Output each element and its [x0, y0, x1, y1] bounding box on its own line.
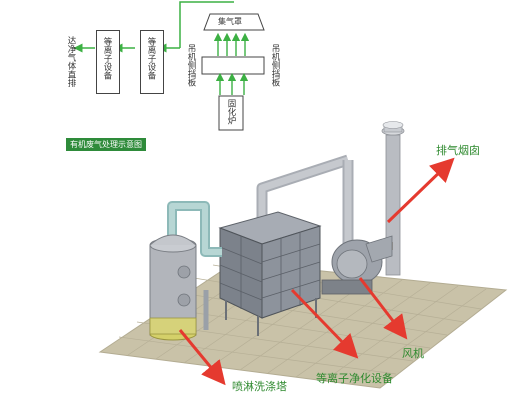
plasma-box-2: 等离子设备 — [140, 30, 164, 94]
furnace-label: 固化炉 — [226, 99, 236, 125]
fan-callout: 风机 — [402, 347, 424, 360]
purifier-side — [261, 225, 321, 319]
discharge-label: 达净气体直排 — [66, 36, 76, 87]
purifier-arrow — [290, 288, 359, 359]
right-board-label: 吊机侧挡板 — [270, 44, 280, 87]
collector-hood — [203, 13, 265, 31]
chimney-arrow — [386, 157, 455, 224]
plasma-label-2: 等离子设备 — [146, 37, 156, 80]
fan-base — [321, 279, 373, 295]
diagram-caption: 有机废气处理示意图 — [66, 138, 146, 151]
purifier-callout: 等离子净化设备 — [316, 372, 393, 385]
tower-arrow — [178, 329, 226, 386]
collector-label: 集气罩 — [218, 17, 242, 26]
plasma-label-1: 等离子设备 — [102, 37, 112, 80]
tower-callout: 喷淋洗涤塔 — [232, 380, 287, 393]
fan-arrow — [358, 277, 408, 340]
furnace-box — [218, 95, 244, 131]
chimney-callout: 排气烟囱 — [436, 144, 480, 157]
side-board-frame — [201, 56, 265, 75]
plasma-box-1: 等离子设备 — [96, 30, 120, 94]
left-board-label: 吊机侧挡板 — [186, 44, 196, 87]
